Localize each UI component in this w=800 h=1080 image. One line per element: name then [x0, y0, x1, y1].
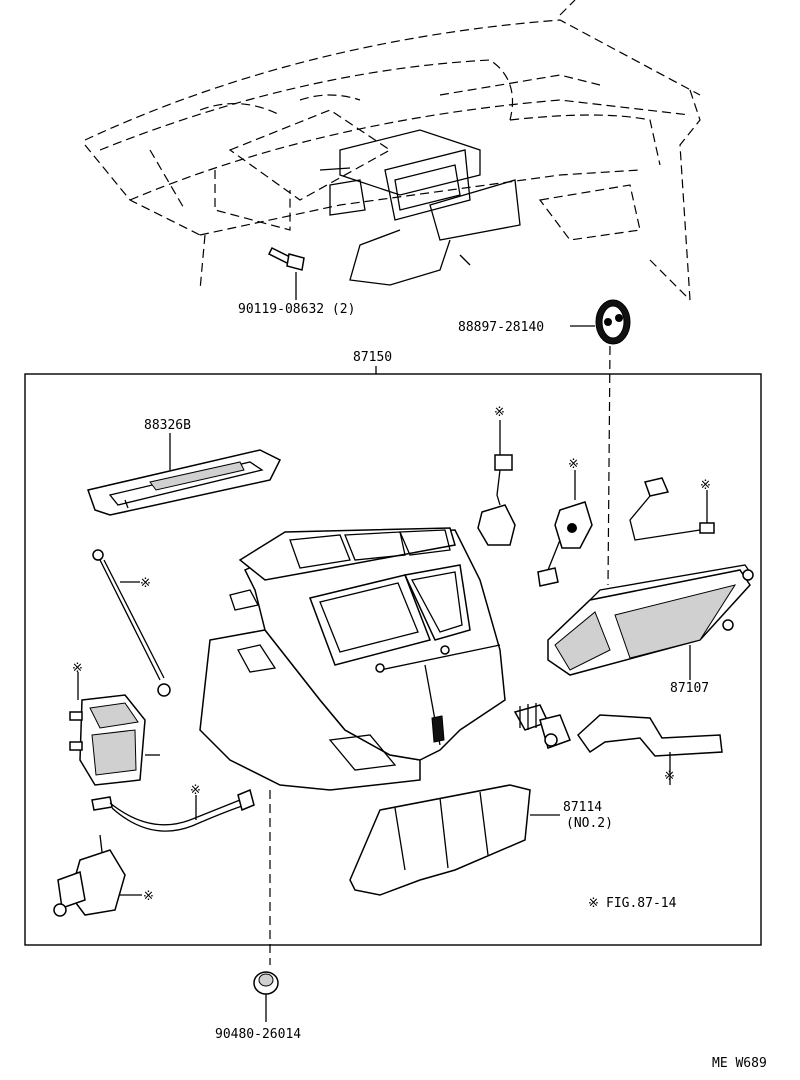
heater-core-part-number: 87107	[670, 681, 709, 696]
bolt-part-number: 90119-08632 (2)	[238, 302, 355, 317]
servo-motor-marker: ※	[143, 889, 154, 904]
control-panel-part	[87, 449, 282, 516]
grommet-top-part-number: 88897-28140	[458, 320, 544, 335]
wire-harness-marker: ※	[190, 783, 201, 798]
installed-heater-unit	[319, 129, 521, 286]
control-unit-marker: ※	[72, 661, 83, 676]
grommet-top-part	[570, 299, 631, 586]
sensor-1-marker: ※	[494, 405, 505, 420]
sensor-2-marker: ※	[568, 457, 579, 472]
water-valve-marker: ※	[664, 769, 675, 784]
cover-part-number: 87114	[563, 800, 602, 815]
control-unit-part	[69, 672, 160, 786]
servo-motor-part	[53, 834, 142, 917]
fig-ref-text: FIG.87-14	[606, 896, 677, 911]
wire-harness-part	[91, 788, 255, 832]
bolt-part	[267, 246, 305, 300]
drawing-code: ME W689	[712, 1056, 767, 1071]
grommet-bottom-part-number: 90480-26014	[215, 1027, 301, 1042]
rod-marker: ※	[140, 576, 151, 591]
grommet-bottom-part	[253, 971, 279, 1022]
cover-part	[349, 784, 560, 896]
water-valve-part	[513, 703, 723, 785]
heater-case-part	[199, 527, 506, 791]
cover-note: (NO.2)	[566, 816, 613, 831]
dashboard-outline	[84, 0, 701, 301]
panel-part-number: 88326B	[144, 418, 191, 433]
rod-part	[92, 549, 171, 697]
sensor-1-part	[477, 420, 516, 546]
assembly-part-number: 87150	[353, 350, 392, 365]
assembly-frame	[24, 373, 762, 946]
sensor-2-part	[537, 470, 593, 587]
temp-probe-marker: ※	[700, 478, 711, 493]
heater-core-part	[547, 564, 754, 680]
fig-ref-marker: ※	[588, 896, 599, 911]
temp-probe-part	[629, 477, 715, 541]
